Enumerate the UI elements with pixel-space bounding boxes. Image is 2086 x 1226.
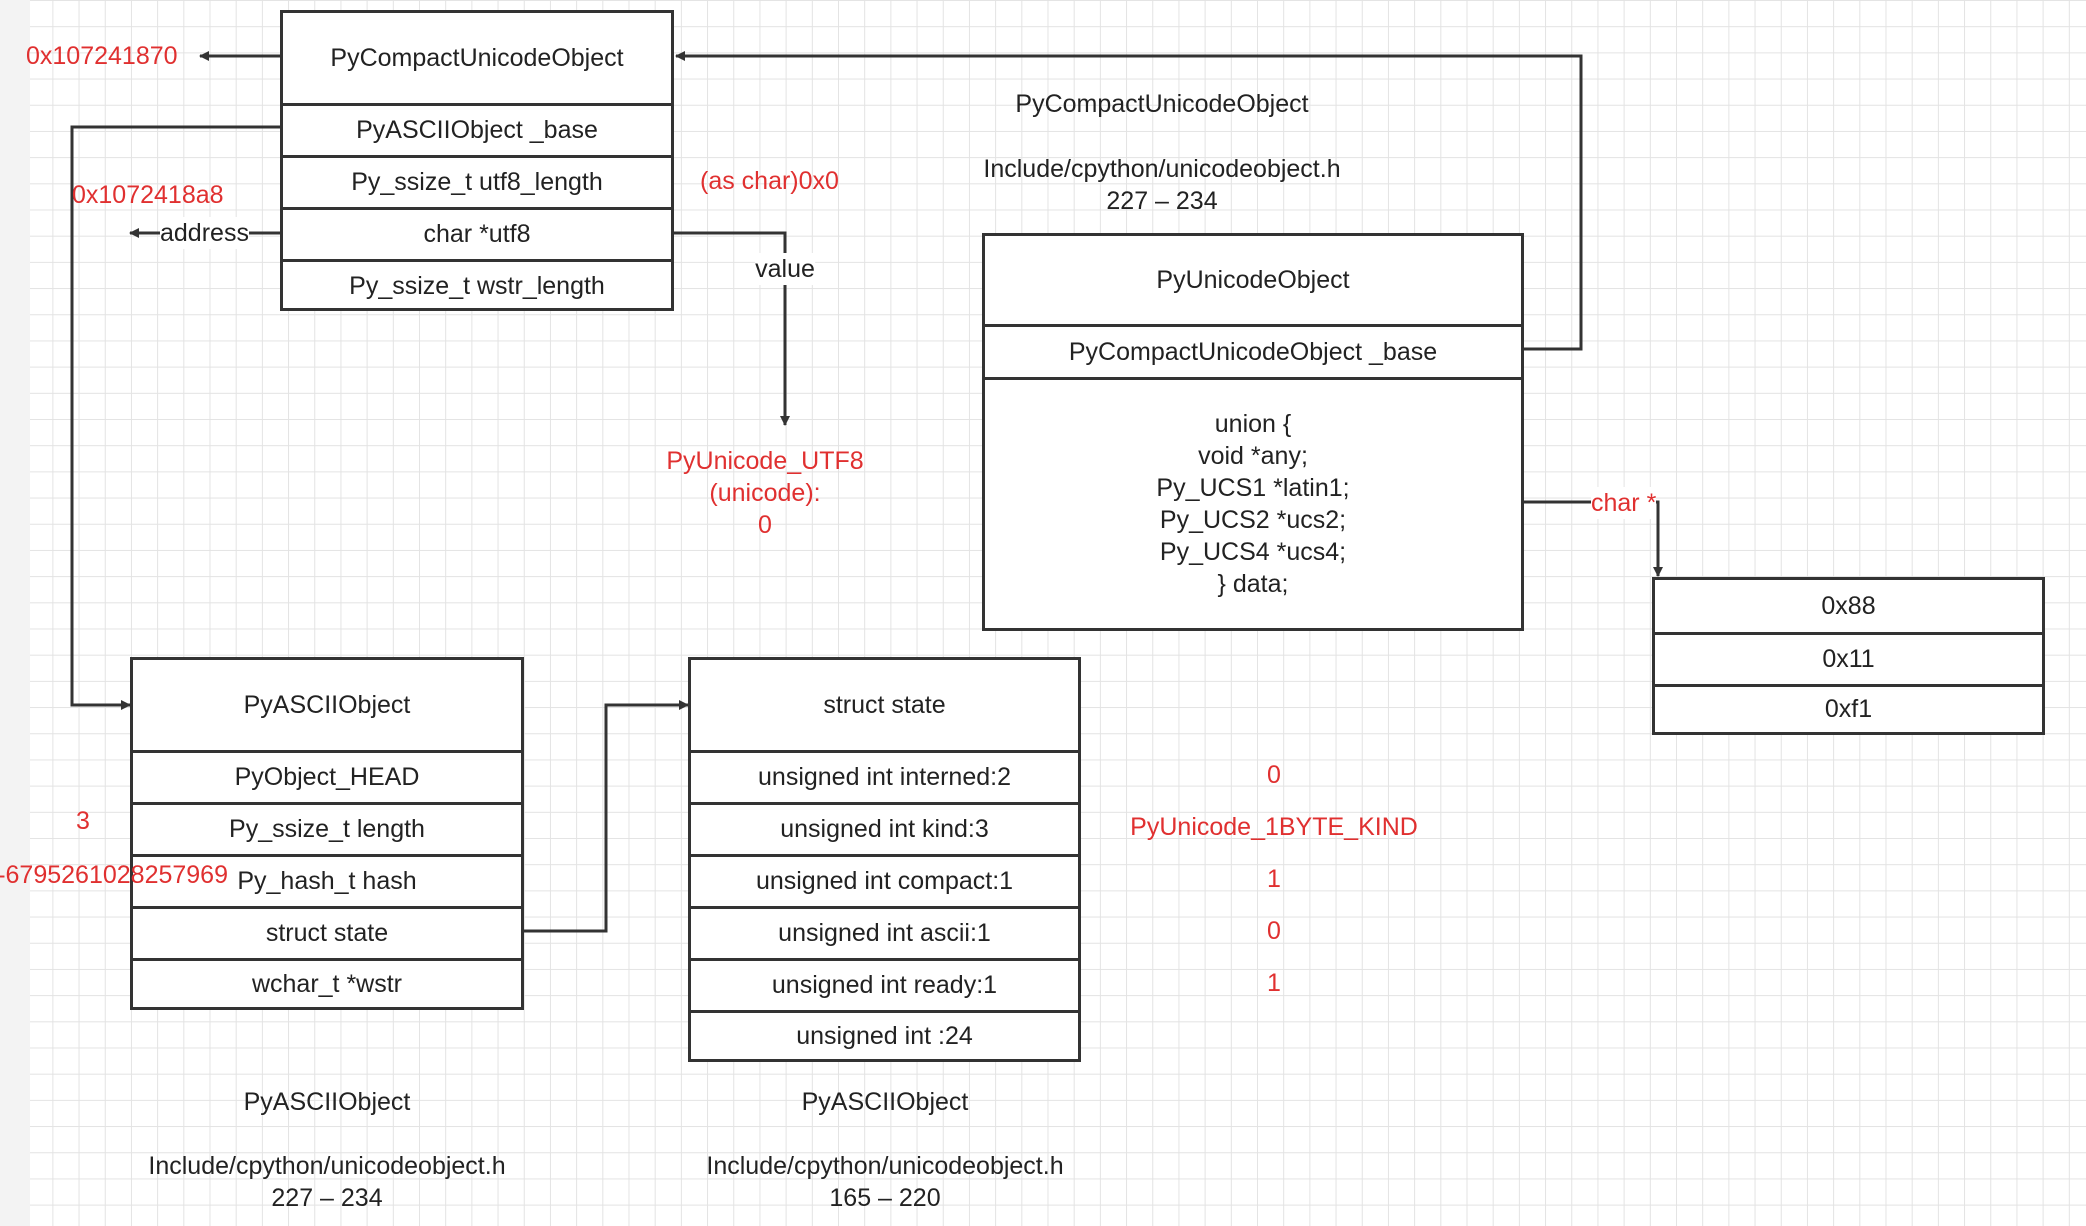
arrow-utf8-value xyxy=(673,231,790,426)
hash-value-label: -6795261028257969 xyxy=(0,861,228,889)
pyunicode-utf8-line-1: PyUnicode_UTF8 xyxy=(666,447,864,475)
arrow-base-to-ascii xyxy=(70,125,280,710)
arrow-union-to-bytes xyxy=(1522,500,1663,577)
state-field-interned: unsigned int interned:2 xyxy=(691,750,1078,802)
state-caption-file: Include/cpython/unicodeobject.h xyxy=(706,1152,1064,1180)
state-field-compact: unsigned int compact:1 xyxy=(691,854,1078,906)
union-line-1: union { xyxy=(1214,410,1292,438)
compact-caption-lines: 227 – 234 xyxy=(1106,187,1218,215)
utf8-address-label: 0x1072418a8 xyxy=(72,181,224,209)
state-box-title: struct state xyxy=(823,690,946,719)
compact-field-base: PyASCIIObject _base xyxy=(283,103,671,155)
ascii-field-hash: Py_hash_t hash xyxy=(133,854,521,906)
length-value-label: 3 xyxy=(76,807,90,835)
left-margin-strip xyxy=(0,0,30,1226)
state-field-padding: unsigned int :24 xyxy=(691,1010,1078,1059)
union-line-6: } data; xyxy=(1217,570,1289,598)
hash-value-clip: -6795261028257969 xyxy=(0,857,228,893)
unicode-union-data: union { void *any; Py_UCS1 *latin1; Py_U… xyxy=(985,377,1521,628)
compact-field-utf8-length: Py_ssize_t utf8_length xyxy=(283,155,671,207)
compact-field-utf8: char *utf8 xyxy=(283,207,671,259)
ascii-caption-lines: 227 – 234 xyxy=(271,1184,383,1212)
union-line-4: Py_UCS2 *ucs2; xyxy=(1159,506,1347,534)
compact-caption-name: PyCompactUnicodeObject xyxy=(1015,90,1309,118)
arrow-state-to-statebox xyxy=(522,700,689,933)
ascii-value-label: 0 xyxy=(1267,917,1281,945)
union-line-2: void *any; xyxy=(1198,442,1308,470)
ascii-field-state: struct state xyxy=(133,906,521,958)
compact-value-label: 1 xyxy=(1267,865,1281,893)
top-address-label: 0x107241870 xyxy=(26,42,178,70)
address-word-label: address xyxy=(160,217,249,249)
compact-unicode-object-box: PyCompactUnicodeObject PyASCIIObject _ba… xyxy=(280,10,674,311)
bytes-box: 0x88 0x11 0xf1 xyxy=(1652,577,2045,735)
compact-caption-file: Include/cpython/unicodeobject.h xyxy=(983,155,1341,183)
byte-cell: 0x88 xyxy=(1821,591,1876,620)
compact-box-title: PyCompactUnicodeObject xyxy=(330,43,624,72)
union-line-3: Py_UCS1 *latin1; xyxy=(1156,474,1350,502)
unicode-field-base: PyCompactUnicodeObject _base xyxy=(985,324,1521,377)
as-char-label: (as char)0x0 xyxy=(700,167,839,195)
ready-value-label: 1 xyxy=(1267,969,1281,997)
unicode-object-box: PyUnicodeObject PyCompactUnicodeObject _… xyxy=(982,233,1524,631)
kind-value-label: PyUnicode_1BYTE_KIND xyxy=(1130,813,1418,841)
ascii-caption-name: PyASCIIObject xyxy=(243,1088,411,1116)
compact-field-wstr-length: Py_ssize_t wstr_length xyxy=(283,259,671,311)
ascii-box-title: PyASCIIObject xyxy=(243,690,411,719)
value-word-label: value xyxy=(755,253,815,285)
union-line-5: Py_UCS4 *ucs4; xyxy=(1159,538,1347,566)
interned-value-label: 0 xyxy=(1267,761,1281,789)
char-pointer-label: char * xyxy=(1591,487,1657,519)
struct-state-box: struct state unsigned int interned:2 uns… xyxy=(688,657,1081,1062)
byte-cell: 0xf1 xyxy=(1655,684,2042,732)
unicode-box-title: PyUnicodeObject xyxy=(1156,265,1350,294)
ascii-field-length: Py_ssize_t length xyxy=(133,802,521,854)
state-field-ascii: unsigned int ascii:1 xyxy=(691,906,1078,958)
pyunicode-utf8-line-2: (unicode): xyxy=(709,479,821,507)
ascii-field-head: PyObject_HEAD xyxy=(133,750,521,802)
state-field-ready: unsigned int ready:1 xyxy=(691,958,1078,1010)
arrow-unicode-base-to-compact xyxy=(675,51,1583,351)
state-field-kind: unsigned int kind:3 xyxy=(691,802,1078,854)
ascii-caption-file: Include/cpython/unicodeobject.h xyxy=(148,1152,506,1180)
pyunicode-utf8-line-3: 0 xyxy=(758,511,772,539)
state-caption-lines: 165 – 220 xyxy=(829,1184,941,1212)
ascii-object-box: PyASCIIObject PyObject_HEAD Py_ssize_t l… xyxy=(130,657,524,1010)
byte-cell: 0x11 xyxy=(1655,632,2042,684)
ascii-field-wstr: wchar_t *wstr xyxy=(133,958,521,1007)
state-caption-name: PyASCIIObject xyxy=(801,1088,969,1116)
